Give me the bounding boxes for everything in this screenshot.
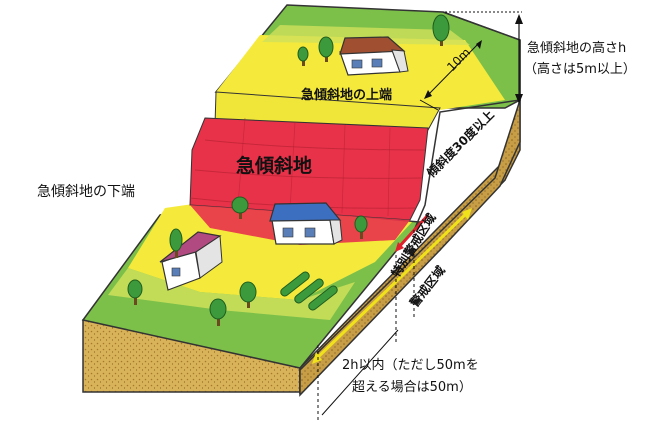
height-note-label: （高さは5m以上） — [524, 61, 636, 77]
steep-slope-red-zone — [189, 117, 429, 221]
ten-m-dimension — [424, 40, 482, 99]
trees — [127, 14, 450, 326]
warning-zone-arrow — [312, 208, 472, 364]
steep-slope-label: 急傾斜地 — [236, 154, 312, 177]
lower-edge-label: 急傾斜地の下端 — [37, 184, 135, 200]
house-middle — [269, 202, 343, 245]
range-line1-label: 2h以内（ただし50mを — [342, 357, 479, 373]
height-title-label: 急傾斜地の高さh — [527, 40, 626, 56]
upper-edge-label: 急傾斜地の上端 — [301, 87, 392, 103]
height-dimension — [445, 11, 523, 104]
range-dimension — [317, 230, 415, 420]
special-zone-arrow — [395, 213, 430, 252]
range-line2-label: 超える場合は50m） — [352, 380, 472, 395]
house-top — [339, 36, 409, 76]
upper-edge-leader — [419, 99, 439, 111]
